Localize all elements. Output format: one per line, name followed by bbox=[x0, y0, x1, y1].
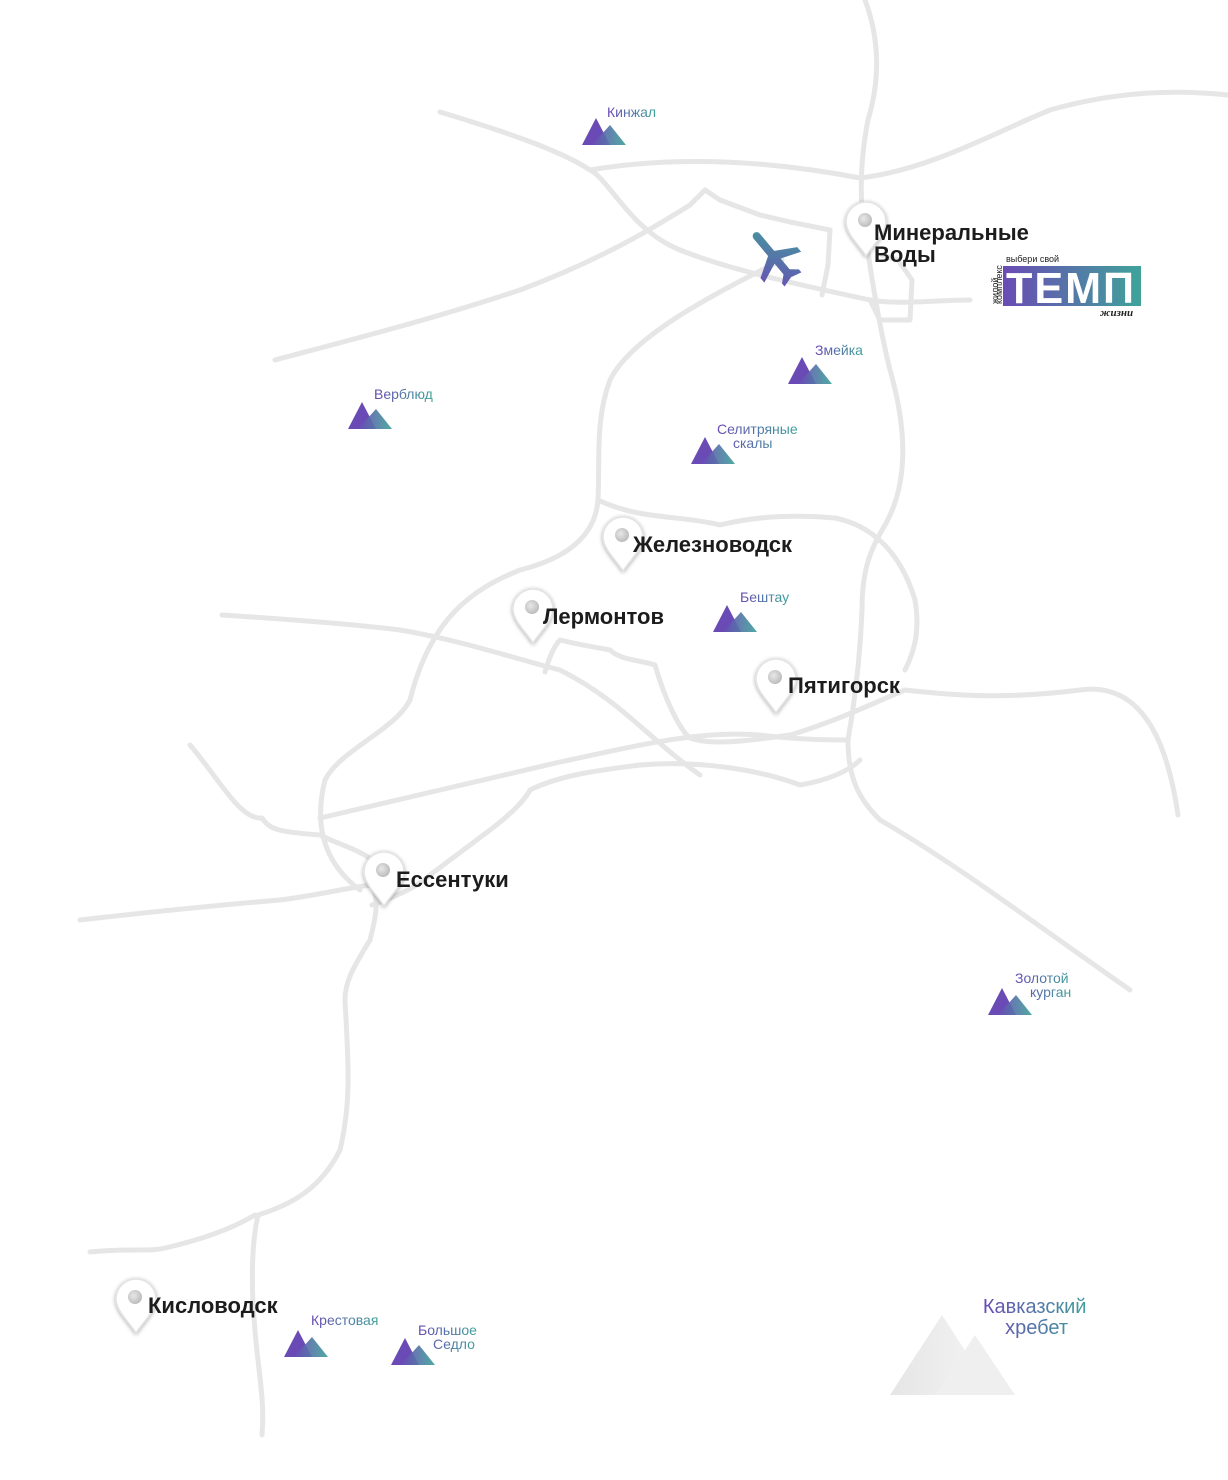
mountain-beshtau: Бештау bbox=[713, 589, 789, 632]
city-label: Кисловодск bbox=[148, 1293, 279, 1318]
city-zheleznovodsk[interactable]: Железноводск bbox=[602, 516, 793, 573]
mountain-label: Змейка bbox=[815, 342, 863, 358]
mountain-label: Крестовая bbox=[311, 1312, 378, 1328]
city-label: Железноводск bbox=[632, 532, 793, 557]
mountain-icon bbox=[391, 1338, 435, 1365]
airplane-icon bbox=[752, 232, 802, 287]
city-kislovodsk[interactable]: Кисловодск bbox=[115, 1278, 279, 1335]
logo-top-text: выбери свой bbox=[1006, 254, 1059, 264]
mountain-icon bbox=[348, 402, 392, 429]
city-label: Лермонтов bbox=[543, 604, 664, 629]
mountain-icon bbox=[713, 605, 757, 632]
mountain-icon bbox=[691, 437, 735, 464]
mountain-kinzhal: Кинжал bbox=[582, 104, 656, 145]
location-pin-icon bbox=[755, 658, 797, 715]
logo-bottom-text: жизни bbox=[1100, 307, 1133, 319]
mountain-label: Верблюд bbox=[374, 386, 433, 402]
mountain-verblyud: Верблюд bbox=[348, 386, 433, 429]
ridge-label: Кавказский хребет bbox=[983, 1296, 1092, 1339]
mountain-icon bbox=[582, 118, 626, 145]
location-pin-icon bbox=[512, 588, 554, 645]
logo-side-text-1: жилой bbox=[990, 278, 1000, 304]
caucasus-ridge-icon bbox=[890, 1315, 1015, 1395]
mountain-icon bbox=[788, 357, 832, 384]
mountain-label: Бештау bbox=[740, 589, 789, 605]
road-network bbox=[77, 0, 1228, 1438]
mountain-zmeyka: Змейка bbox=[788, 342, 863, 384]
logo-side-text-2: комплекс bbox=[994, 265, 1004, 304]
mountain-icon bbox=[988, 988, 1032, 1015]
mountain-icon bbox=[284, 1330, 328, 1357]
location-pin-icon bbox=[115, 1278, 157, 1335]
temp-zhizni-logo: выбери свой ТЕМП жилой комплекс жизни bbox=[990, 254, 1141, 319]
location-pin-icon bbox=[845, 201, 887, 258]
city-essentuki[interactable]: Ессентуки bbox=[363, 851, 509, 908]
city-pyatigorsk[interactable]: Пятигорск bbox=[755, 658, 901, 715]
location-pin-icon bbox=[363, 851, 405, 908]
logo-main-text: ТЕМП bbox=[1006, 264, 1136, 313]
city-label: Пятигорск bbox=[788, 673, 901, 698]
city-label: Ессентуки bbox=[396, 867, 509, 892]
location-pin-icon bbox=[602, 516, 644, 573]
mountain-krestovaya: Крестовая bbox=[284, 1312, 378, 1357]
city-lermontov[interactable]: Лермонтов bbox=[512, 588, 664, 645]
mountain-label: Кинжал bbox=[607, 104, 656, 120]
